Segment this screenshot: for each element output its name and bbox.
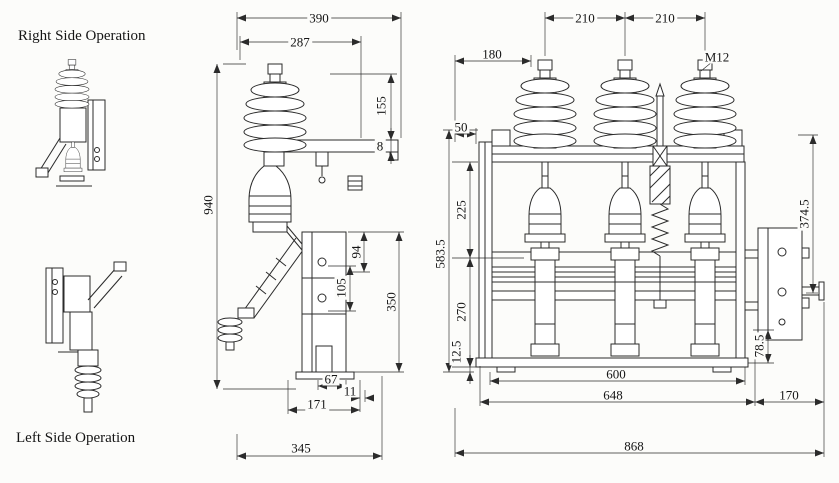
front-fuse-1	[530, 247, 560, 357]
thumb2-mech-plate	[45, 267, 64, 344]
front-fuse-2	[610, 247, 640, 357]
dim-side-94: 94	[348, 243, 364, 261]
side-main-bell	[248, 165, 292, 223]
side-nameplate	[347, 175, 363, 191]
front-insulator-2	[593, 59, 657, 149]
dim-side-105: 105	[333, 276, 349, 300]
dim-front-868: 868	[622, 438, 646, 454]
front-pole-3	[673, 59, 737, 357]
dim-front-210-right: 210	[653, 10, 677, 26]
dim-side-350: 350	[383, 290, 399, 314]
m12-leader	[700, 61, 713, 72]
dim-side-67: 67	[322, 371, 340, 387]
dim-front-50: 50	[452, 119, 470, 135]
left-side-operation-label: Left Side Operation	[16, 430, 136, 446]
dim-side-940: 940	[200, 193, 216, 217]
side-lower-insulator	[225, 341, 235, 351]
dim-side-11: 11	[341, 383, 359, 399]
front-insulator-1	[513, 59, 577, 149]
thumb1-insulator	[54, 59, 90, 109]
dim-front-78-5: 78.5	[751, 332, 767, 360]
dim-front-270: 270	[453, 300, 469, 324]
dim-front-648: 648	[601, 387, 625, 403]
thumb2-insulator-tip	[83, 397, 93, 413]
front-pole-1	[513, 59, 577, 357]
front-mechanism-box	[745, 227, 825, 341]
dim-front-583-5: 583.5	[432, 237, 448, 271]
side-top-insulator	[243, 63, 307, 153]
thumb2-body	[63, 275, 91, 313]
dim-front-170: 170	[777, 387, 801, 403]
front-fuse-3	[690, 247, 720, 357]
dim-front-225: 225	[453, 198, 469, 222]
dim-side-287: 287	[288, 34, 312, 50]
dim-side-390: 390	[307, 10, 331, 26]
dim-side-8: 8	[374, 138, 386, 154]
front-base	[475, 357, 749, 368]
front-central-actuator	[649, 82, 671, 309]
front-view-drawing	[475, 59, 825, 373]
side-diagonal-tube	[243, 237, 297, 311]
front-pole-2	[593, 59, 657, 357]
right-operation-thumbnail	[35, 59, 106, 187]
dim-front-12-5: 12.5	[448, 338, 464, 366]
bolt-spec-m12: M12	[702, 49, 732, 65]
dim-front-210-left: 210	[573, 10, 597, 26]
dim-front-600: 600	[604, 366, 628, 382]
dim-side-345: 345	[289, 440, 313, 456]
front-right-plate	[735, 161, 746, 367]
right-side-operation-label: Right Side Operation	[18, 28, 146, 44]
dim-front-180: 180	[480, 46, 504, 62]
side-view-drawing	[217, 63, 399, 380]
dim-side-155: 155	[373, 94, 389, 118]
dim-front-374-5: 374.5	[796, 197, 812, 231]
dim-side-171: 171	[305, 396, 329, 412]
left-operation-thumbnail	[45, 261, 127, 413]
thumb1-mech-plate	[87, 99, 106, 171]
thumb1-body	[59, 107, 87, 143]
thumb1-bell	[63, 141, 83, 172]
